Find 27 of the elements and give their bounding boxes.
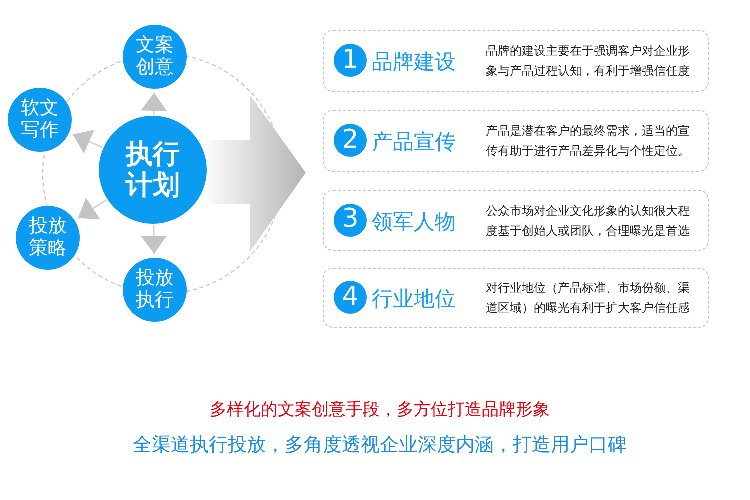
arrow-triangle bbox=[72, 130, 103, 154]
topic-circle: 投放策略 bbox=[16, 206, 80, 270]
arrow-triangle bbox=[141, 224, 168, 254]
number-badge: 2 bbox=[334, 124, 367, 157]
item-description: 公众市场对企业文化形象的认知很大程度基于创始人或团队，合理曝光是首选 bbox=[486, 202, 691, 240]
topic-circle: 软文写作 bbox=[8, 88, 72, 152]
item-description: 产品是潜在客户的最终需求，适当的宣传有助于进行产品差异化与个性定位。 bbox=[486, 123, 691, 160]
dashed-card bbox=[323, 110, 709, 172]
center-circle: 执行计划 bbox=[99, 116, 207, 224]
topic-circle: 投放执行 bbox=[123, 258, 187, 322]
arrow-triangle bbox=[141, 92, 168, 116]
item-title: 行业地位 bbox=[372, 286, 456, 313]
slogan-text: 全渠道执行投放，多角度透视企业深度内涵，打造用户口碑 bbox=[133, 433, 627, 458]
arrow-triangle bbox=[78, 198, 108, 220]
dashed-card bbox=[323, 268, 709, 328]
item-description: 品牌的建设主要在于强调客户对企业形象与产品过程认知，有利于增强信任度 bbox=[486, 43, 691, 80]
item-description: 对行业地位（产品标准、市场份额、渠道区域）的曝光有利于扩大客户信任感 bbox=[486, 280, 691, 317]
number-badge: 1 bbox=[334, 44, 367, 77]
item-title: 品牌建设 bbox=[372, 49, 456, 76]
dashed-card bbox=[323, 190, 709, 251]
number-badge: 3 bbox=[334, 204, 367, 236]
slogan-text: 多样化的文案创意手段，多方位打造品牌形象 bbox=[210, 399, 550, 421]
number-badge: 4 bbox=[334, 281, 367, 314]
dashed-card bbox=[323, 30, 709, 92]
topic-circle: 文案创意 bbox=[123, 25, 187, 89]
item-title: 领军人物 bbox=[372, 208, 456, 236]
item-title: 产品宣传 bbox=[372, 129, 456, 156]
